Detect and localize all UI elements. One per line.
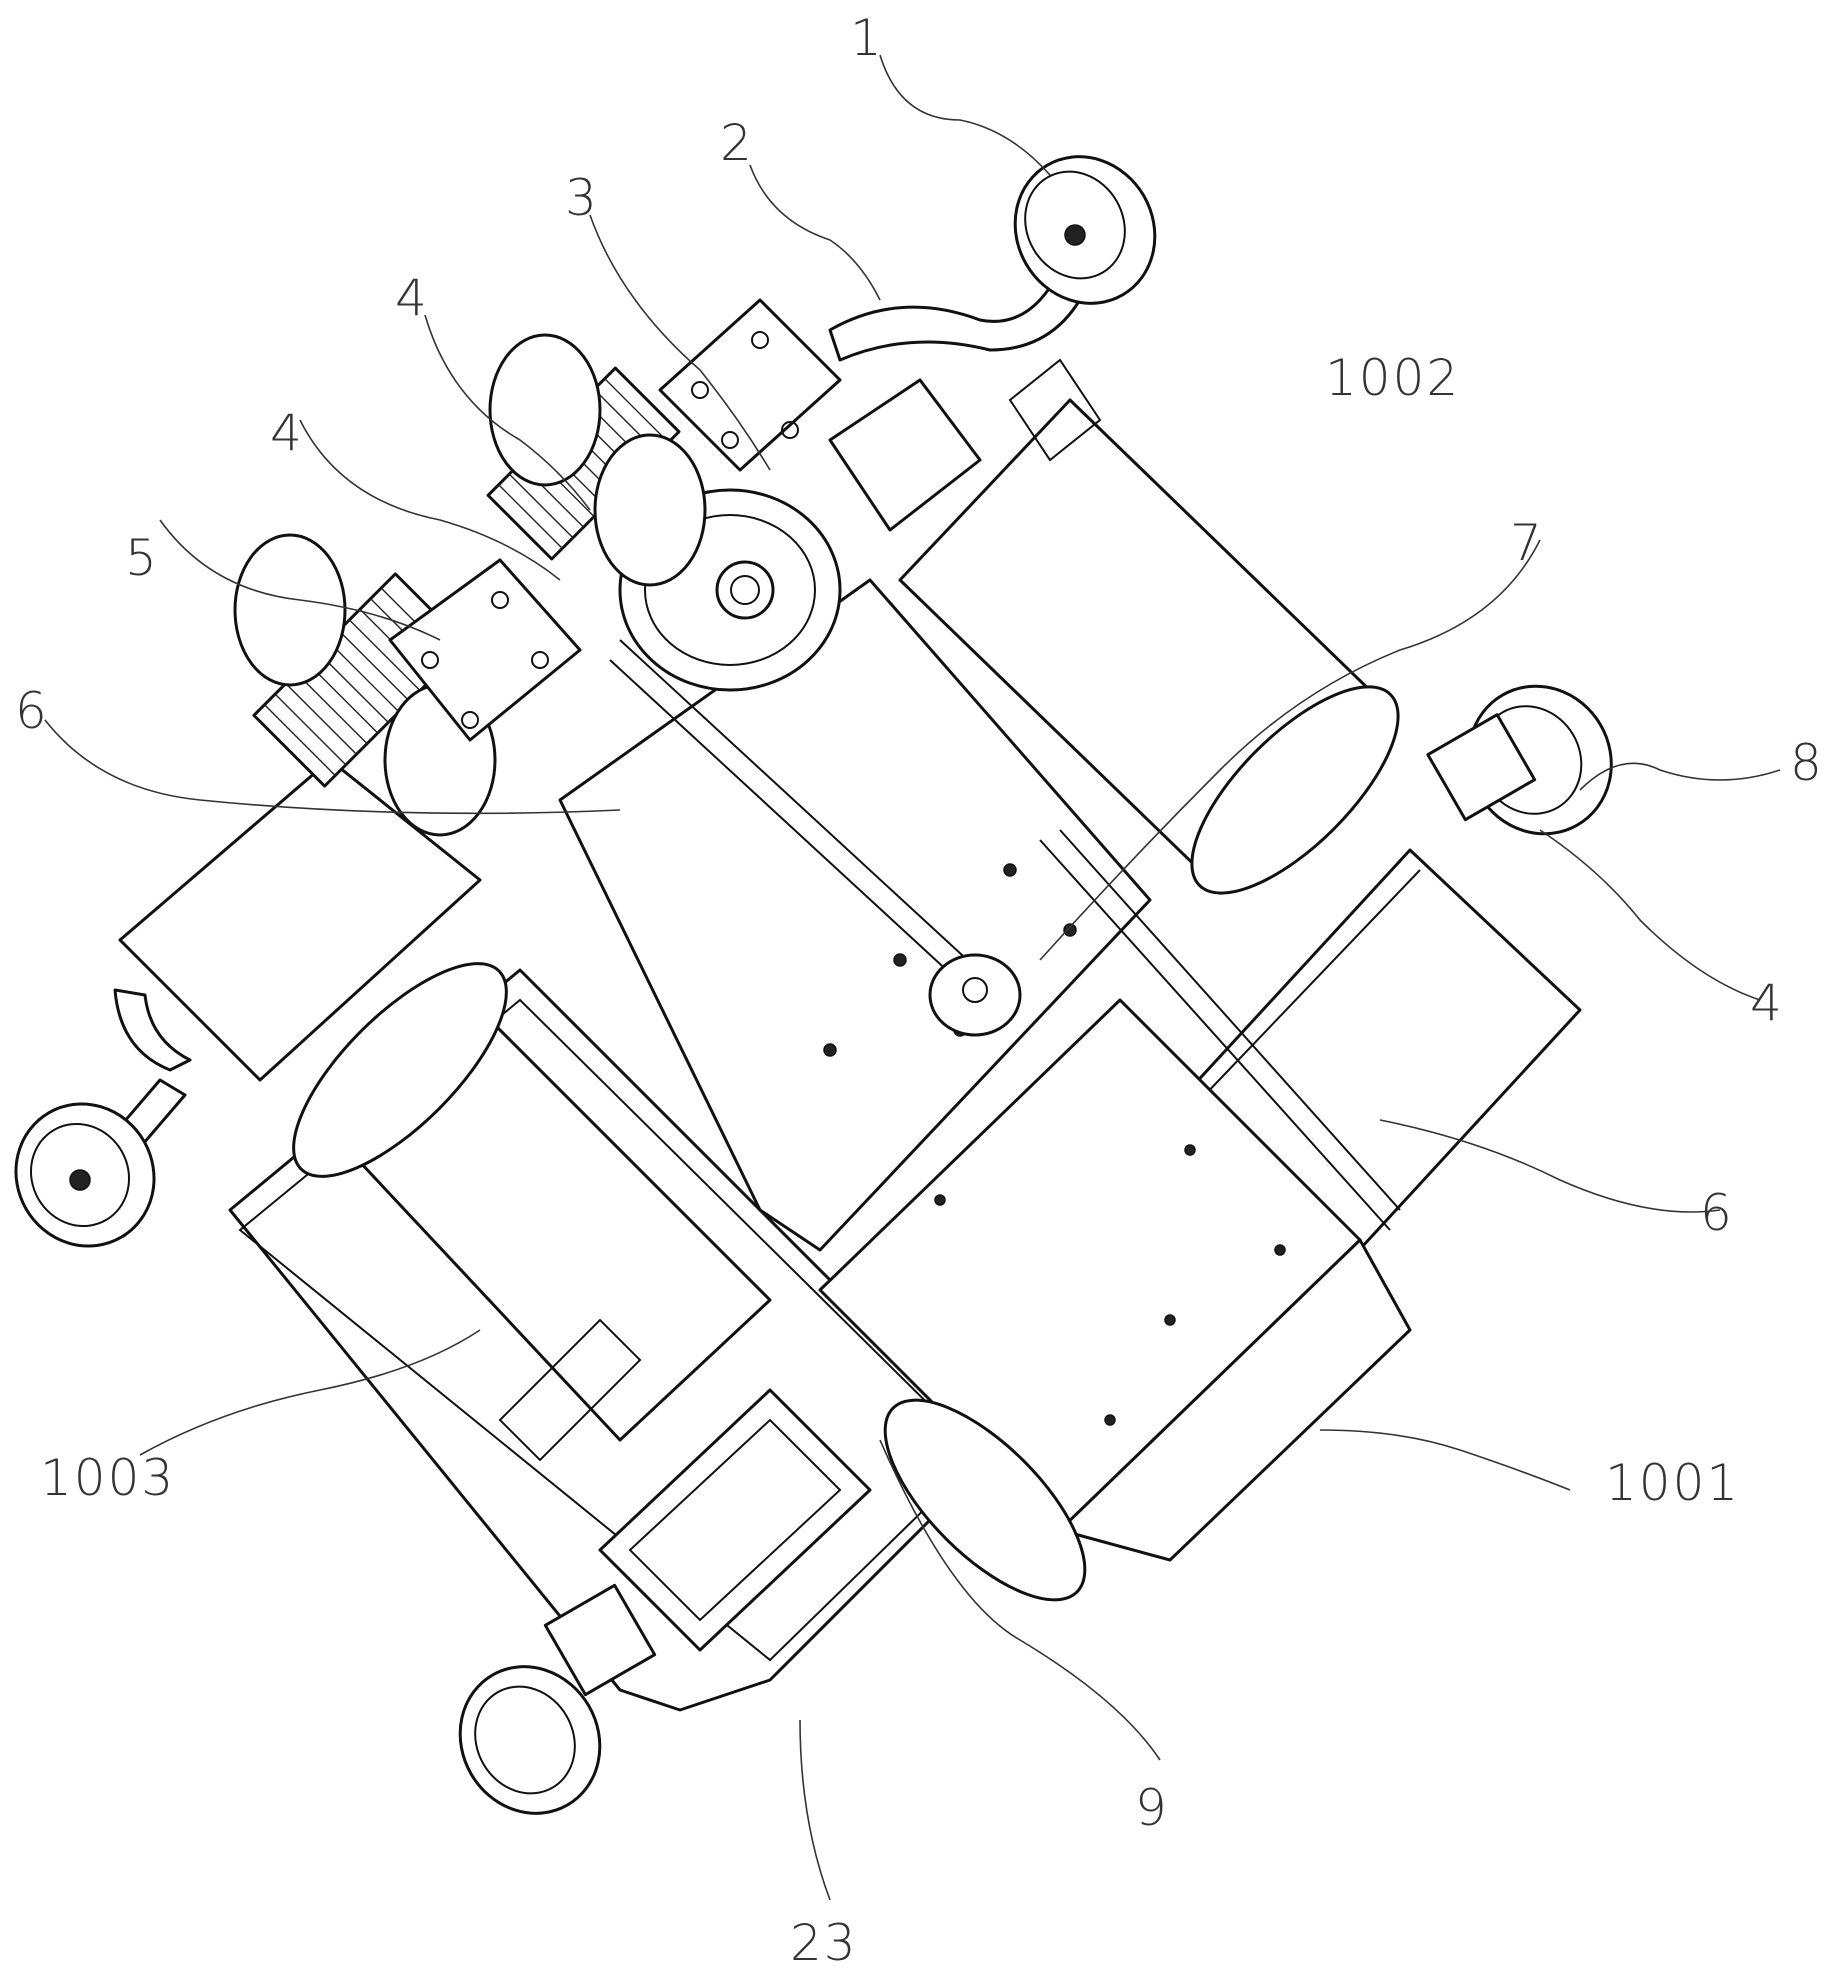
label-bracket-bottom: 9 bbox=[1135, 1779, 1169, 1837]
label-belt-right: 6 bbox=[1700, 1184, 1734, 1242]
label-axle-bend: 2 bbox=[720, 114, 754, 172]
label-tensioner: 7 bbox=[1510, 514, 1544, 572]
label-pulley: 5 bbox=[125, 529, 159, 587]
label-gear-right: 4 bbox=[1750, 974, 1784, 1032]
drive-belt-right bbox=[1039, 829, 1401, 1231]
wheel-bottom bbox=[458, 1583, 657, 1815]
motor-upper bbox=[898, 358, 1400, 895]
left-chassis-plate bbox=[118, 758, 482, 1082]
motor-main bbox=[818, 998, 1412, 1602]
wheel-top bbox=[1013, 155, 1157, 305]
wheel-left bbox=[14, 1102, 156, 1248]
label-motor-upper: 1002 bbox=[1325, 349, 1460, 407]
callout-labels: 1 2 3 4 4 5 6 7 1002 8 4 6 1003 1001 9 2… bbox=[15, 9, 1824, 1972]
label-base-plate: 23 bbox=[790, 1914, 858, 1972]
label-wheel-top: 1 bbox=[850, 9, 884, 67]
label-bracket: 3 bbox=[565, 169, 599, 227]
tensioner-pulley bbox=[928, 953, 1022, 1037]
label-gear-upper: 4 bbox=[395, 269, 429, 327]
bracket-mid bbox=[388, 558, 582, 742]
switch-upper bbox=[828, 378, 982, 532]
label-gear-mid: 4 bbox=[270, 404, 304, 462]
wheel-right bbox=[1426, 684, 1613, 836]
drive-belt-left bbox=[609, 639, 1001, 1011]
label-belt-left: 6 bbox=[15, 682, 49, 740]
bracket-upper bbox=[658, 298, 842, 472]
gear-train-upper bbox=[486, 333, 707, 587]
label-motor-left: 1003 bbox=[40, 1449, 175, 1507]
label-wheel-right: 8 bbox=[1790, 734, 1824, 792]
leader-lines bbox=[44, 54, 1781, 1901]
label-motor-main: 1001 bbox=[1605, 1454, 1740, 1512]
bracket-bottom bbox=[598, 1388, 872, 1652]
motor-left bbox=[292, 962, 772, 1462]
